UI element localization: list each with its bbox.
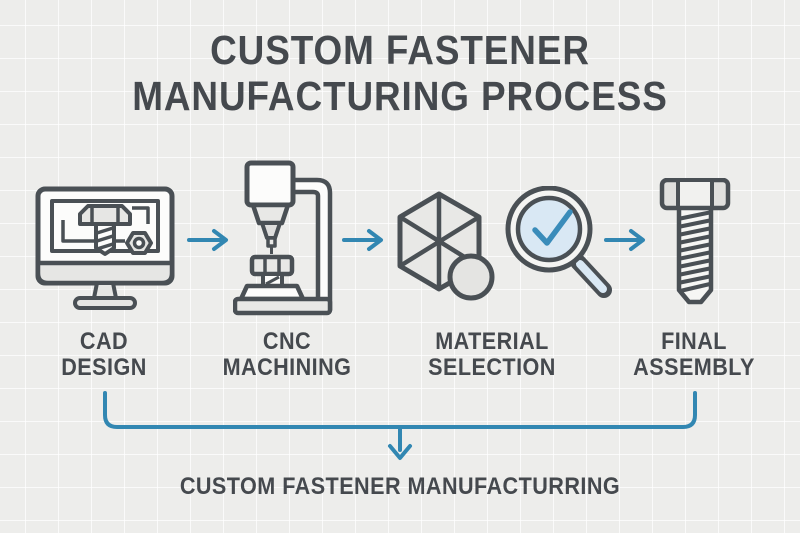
- bracket-down-arrow-icon: [0, 390, 800, 470]
- footer-label: CUSTOM FASTENER MANUFACTURRING: [179, 473, 621, 500]
- step-label-line: DESIGN: [61, 353, 147, 381]
- step-label-final-assembly: FINAL ASSEMBLY: [586, 329, 800, 380]
- step-label-line: CNC: [262, 328, 312, 355]
- step-label-line: FINAL: [661, 328, 727, 355]
- step-label-material-selection: MATERIAL SELECTION: [384, 329, 600, 380]
- step-label-line: MATERIAL: [435, 328, 549, 355]
- magnifier-check-icon: [504, 186, 616, 304]
- step-label-line: CAD: [79, 328, 129, 355]
- step-label-line: ASSEMBLY: [633, 353, 755, 381]
- step-label-line: MACHINING: [222, 353, 352, 381]
- right-arrow-icon: [341, 228, 387, 252]
- material-cube-icon: [395, 190, 497, 302]
- title-line-2: MANUFACTURING PROCESS: [132, 73, 668, 119]
- right-arrow-icon: [603, 228, 649, 252]
- bolt-icon: [659, 178, 731, 306]
- title-line-1: CUSTOM FASTENER: [210, 27, 590, 73]
- cad-monitor-icon: [35, 186, 175, 314]
- cnc-machine-icon: [233, 160, 333, 316]
- step-label-line: SELECTION: [428, 353, 556, 381]
- step-label-cnc-machining: CNC MACHINING: [179, 329, 395, 380]
- right-arrow-icon: [186, 228, 232, 252]
- step-label-cad-design: CAD DESIGN: [0, 329, 212, 380]
- page-title: CUSTOM FASTENER MANUFACTURING PROCESS: [40, 27, 760, 119]
